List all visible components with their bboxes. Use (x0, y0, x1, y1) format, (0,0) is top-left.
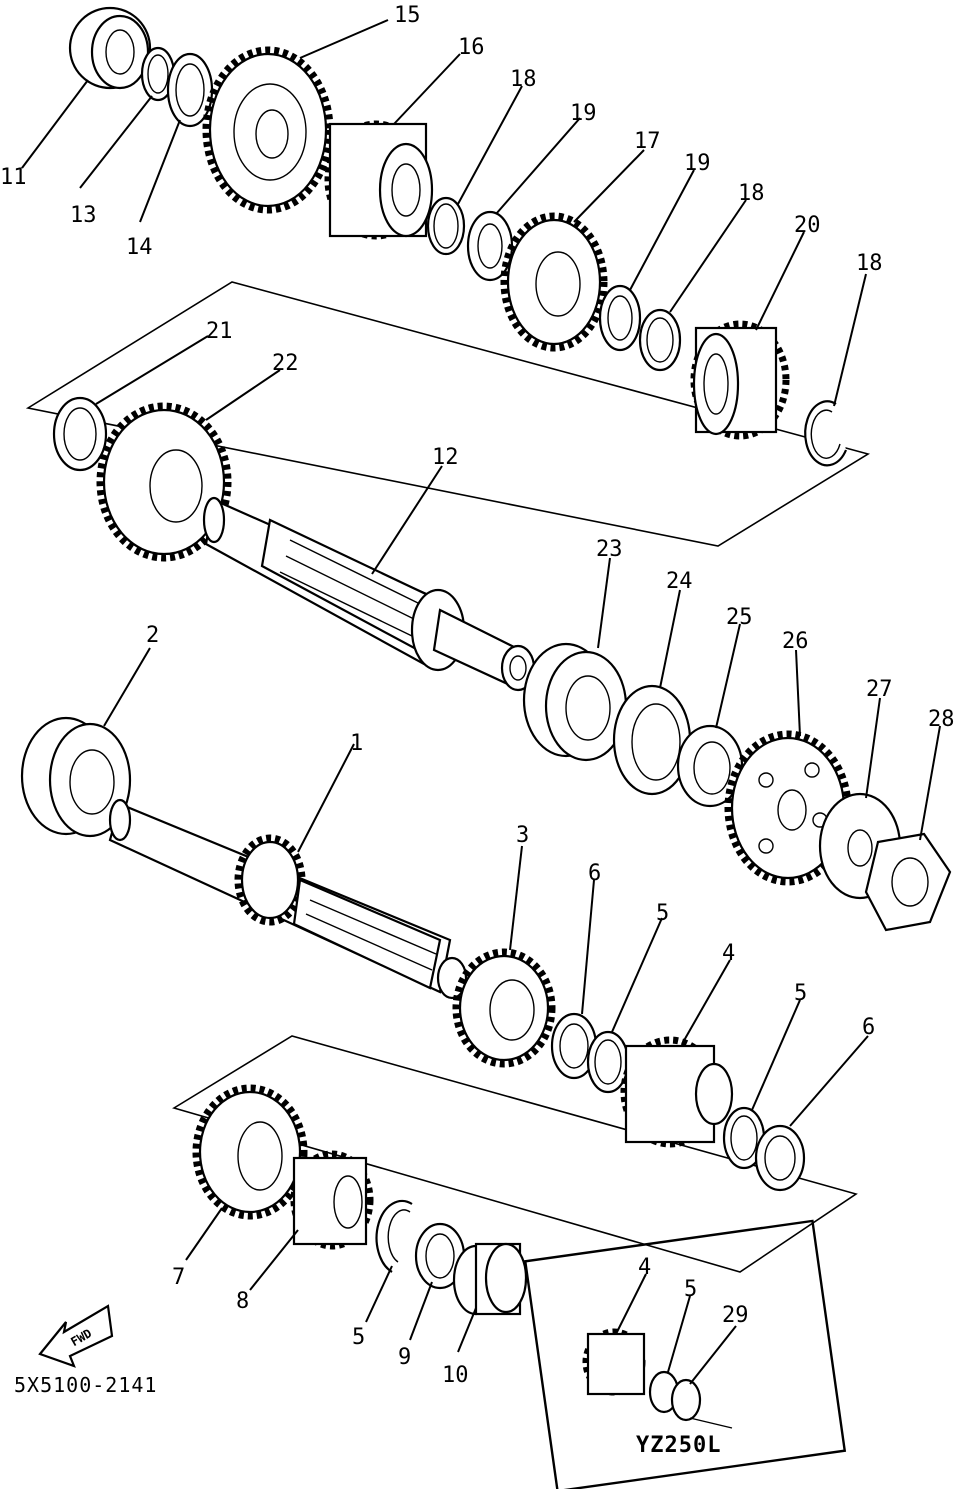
callout-labels: 11 13 14 15 16 18 19 17 19 18 20 18 21 2… (0, 3, 955, 1388)
circlip-18-a (426, 196, 466, 256)
shaft-12 (202, 496, 536, 692)
inset-collar-29 (670, 1378, 733, 1429)
part-code-label: 5X5100-2141 (14, 1373, 157, 1397)
callout-12: 12 (432, 445, 459, 470)
callout-20: 20 (794, 213, 821, 238)
callout-9: 9 (398, 1345, 411, 1370)
nut-28 (864, 832, 952, 932)
bearing-11 (68, 6, 152, 90)
callout-2: 2 (146, 623, 159, 648)
callout-4-inset: 4 (638, 1255, 651, 1280)
washer-14 (166, 52, 214, 128)
washer-19-a (466, 210, 514, 282)
callout-5-b: 5 (794, 981, 807, 1006)
yz250l-inset-box (523, 1219, 847, 1489)
callout-8: 8 (236, 1289, 249, 1314)
callout-18-a: 18 (510, 67, 537, 92)
gear-8 (290, 1150, 374, 1250)
callout-1: 1 (350, 731, 363, 756)
callout-26: 26 (782, 629, 809, 654)
upper-subassembly-outline (25, 281, 870, 547)
lower-subassembly-outline (172, 1035, 858, 1273)
callout-29: 29 (722, 1303, 749, 1328)
callout-18-c: 18 (856, 251, 883, 276)
circlip-5-b (722, 1106, 766, 1170)
callout-14: 14 (126, 235, 153, 260)
leader-lines (21, 19, 941, 1385)
callout-18-b: 18 (738, 181, 765, 206)
callout-15: 15 (394, 3, 421, 28)
callout-17: 17 (634, 129, 661, 154)
bearing-10 (452, 1242, 528, 1316)
callout-22: 22 (272, 351, 299, 376)
gear-20 (690, 320, 790, 440)
gear-7 (192, 1084, 308, 1220)
callout-11: 11 (0, 165, 27, 190)
callout-27: 27 (866, 677, 893, 702)
callout-16: 16 (458, 35, 485, 60)
bearing-2 (20, 716, 132, 838)
callout-5-inset: 5 (684, 1277, 697, 1302)
washer-19-b (598, 284, 642, 352)
washer-6-b (754, 1124, 806, 1192)
callout-28: 28 (928, 707, 955, 732)
inset-model-label: YZ250L (636, 1433, 721, 1458)
gear-3 (452, 948, 556, 1068)
callout-19-b: 19 (684, 151, 711, 176)
bearing-23 (522, 642, 628, 762)
callout-7: 7 (172, 1265, 185, 1290)
callout-4: 4 (722, 941, 735, 966)
inset-gear-4 (582, 1328, 646, 1396)
callout-10: 10 (442, 1363, 469, 1388)
gear-17 (500, 212, 608, 352)
gear-22 (96, 402, 232, 562)
washer-21 (52, 396, 108, 472)
gear-4 (620, 1036, 734, 1148)
callout-6-b: 6 (862, 1015, 875, 1040)
callout-6-a: 6 (588, 861, 601, 886)
gear-15 (202, 46, 334, 214)
callout-19-a: 19 (570, 101, 597, 126)
callout-5-a: 5 (656, 901, 669, 926)
callout-25: 25 (726, 605, 753, 630)
callout-21: 21 (206, 319, 233, 344)
callout-23: 23 (596, 537, 623, 562)
fwd-arrow-icon: FWD (38, 1304, 114, 1368)
circlip-18-c (804, 400, 848, 467)
gear-16 (324, 120, 434, 240)
callout-13: 13 (70, 203, 97, 228)
callout-5-c: 5 (352, 1325, 365, 1350)
callout-24: 24 (666, 569, 693, 594)
shaft-1 (108, 798, 468, 1000)
circlip-5-c (375, 1199, 413, 1273)
callout-3: 3 (516, 823, 529, 848)
circlip-18-b (638, 308, 682, 372)
